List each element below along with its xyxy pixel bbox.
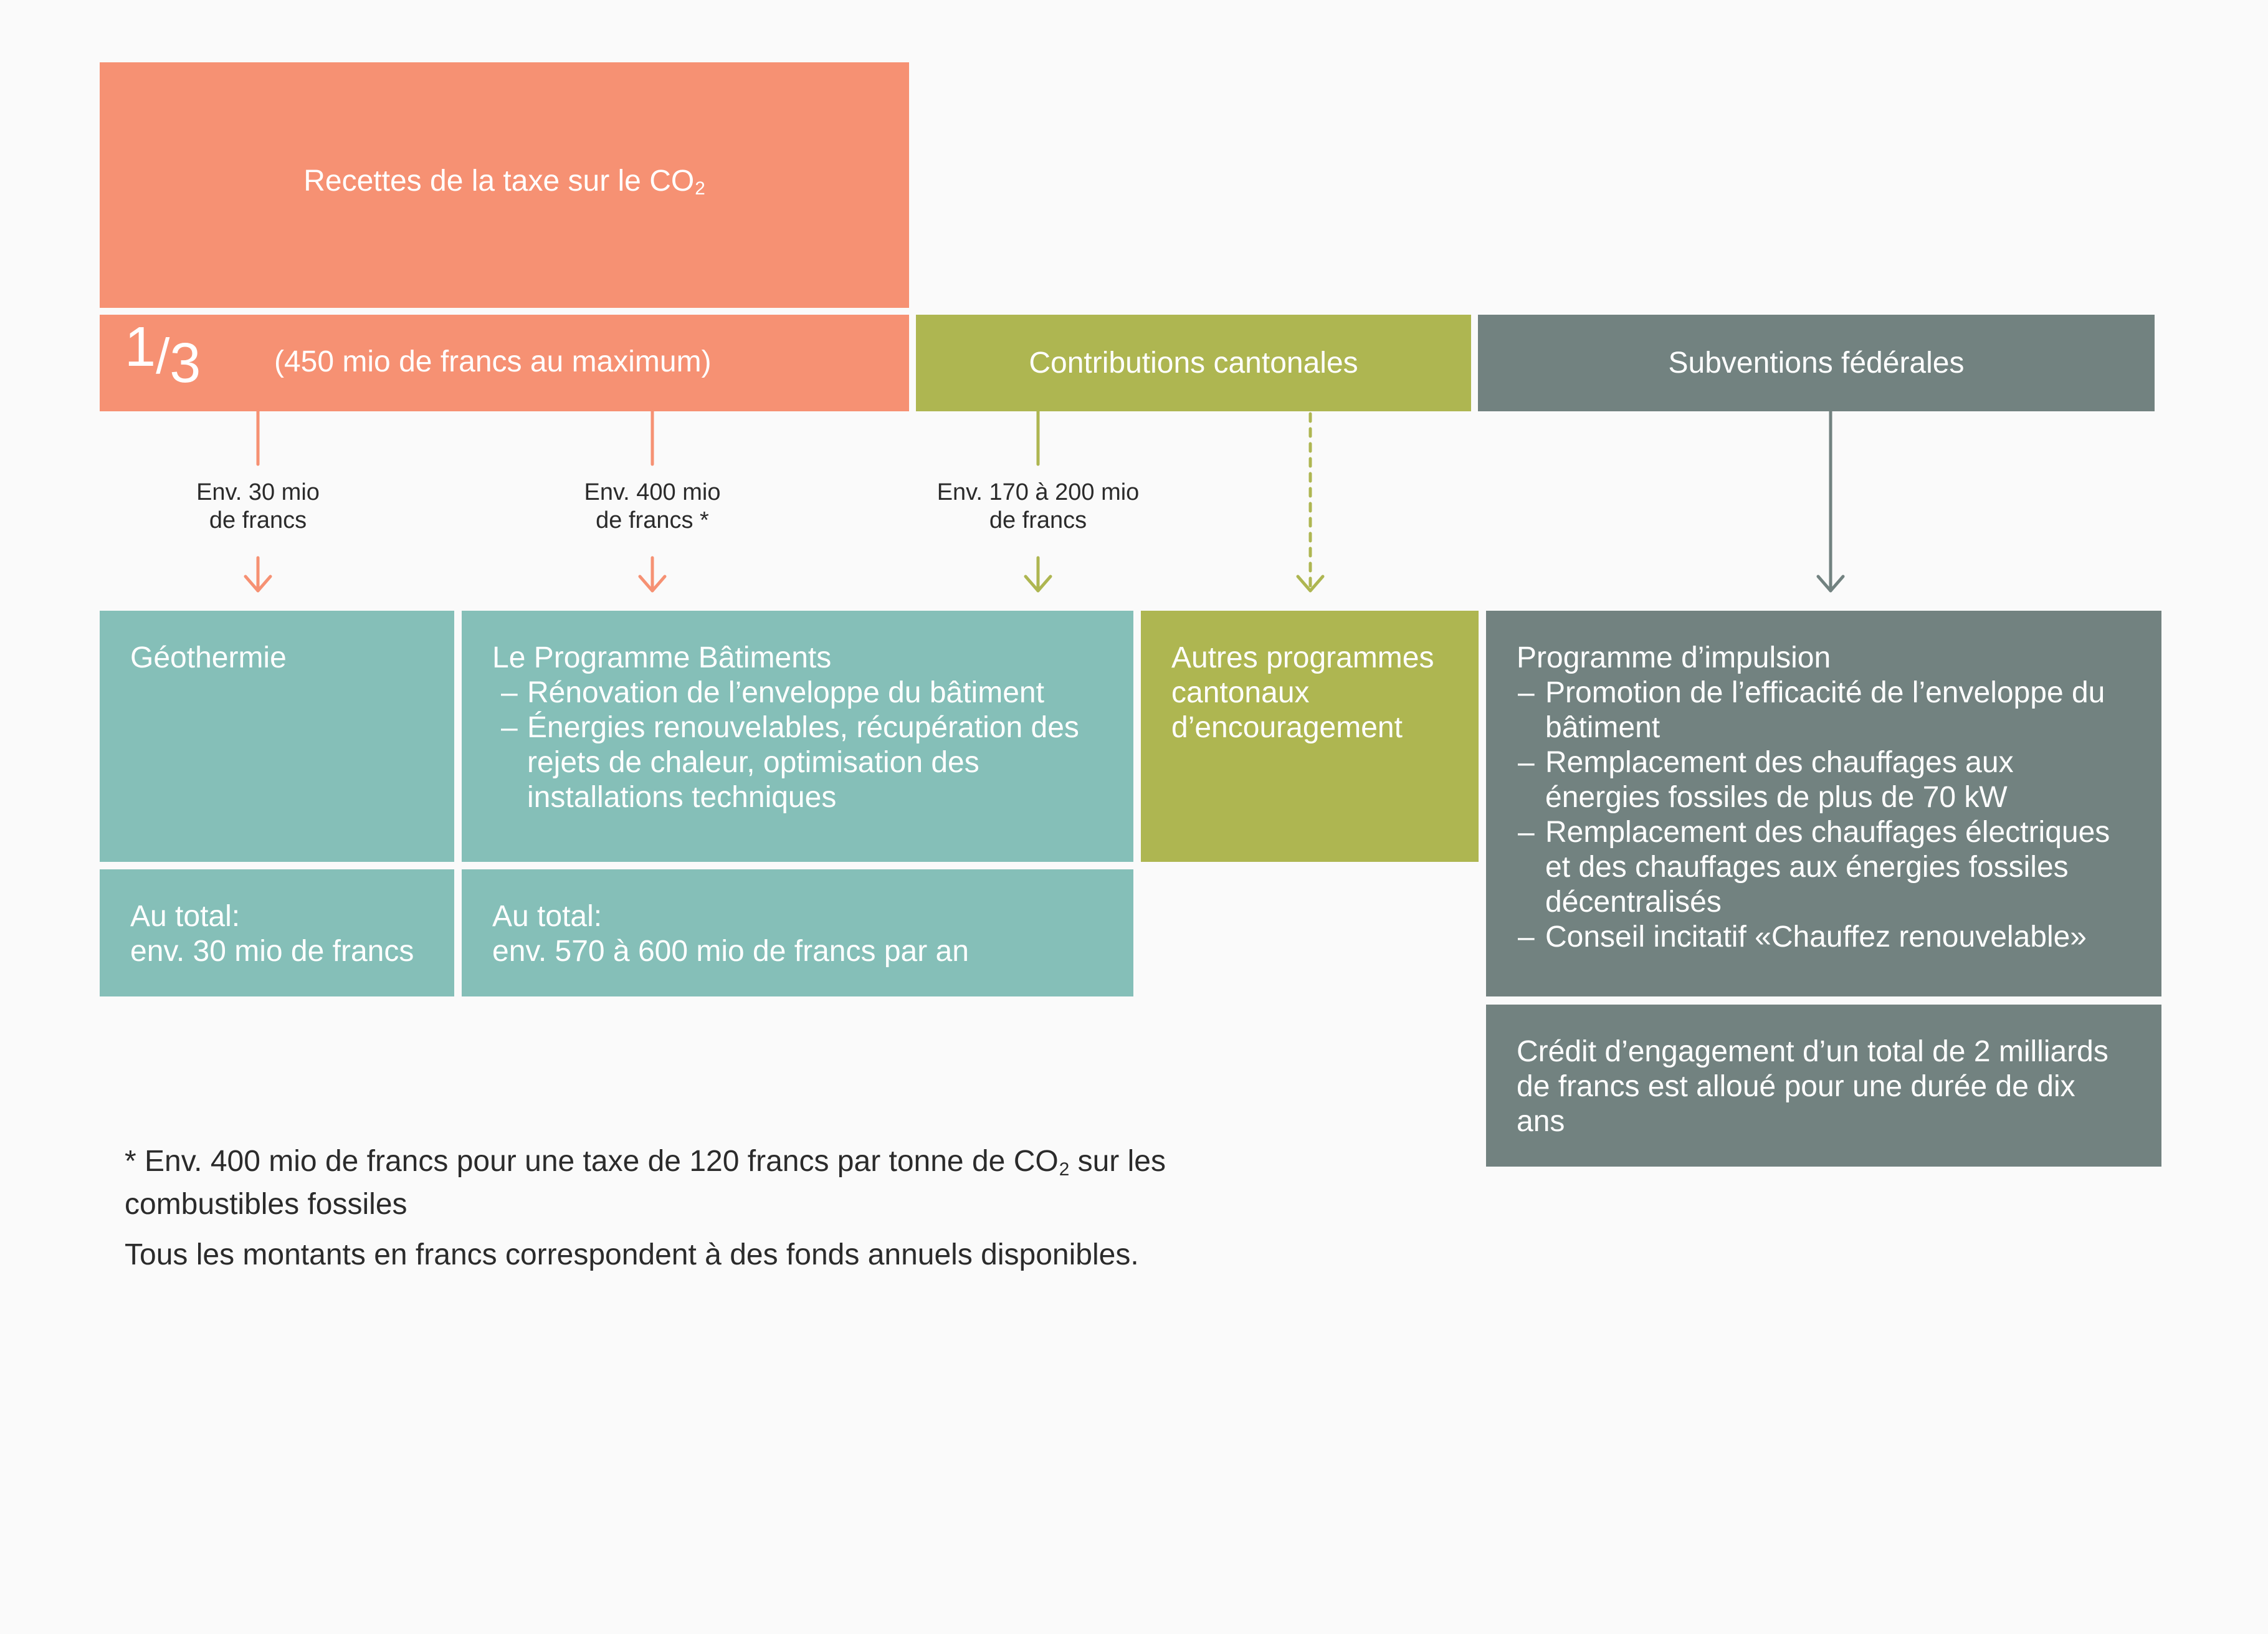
arrowhead-cantonal: [1024, 575, 1052, 593]
credit-engagement-text: Crédit d’engagement d’un total de 2 mill…: [1517, 1035, 2108, 1138]
list-item: Remplacement des chauffages électriques …: [1517, 815, 2134, 920]
programme-impulsion-list: Promotion de l’efficacité de l’enveloppe…: [1517, 676, 2134, 955]
list-item: Remplacement des chauffages aux énergies…: [1517, 745, 2134, 815]
federal-subsidies-bar: Subventions fédérales: [1478, 315, 2155, 411]
cantonal-contributions-label: Contributions cantonales: [1029, 346, 1358, 380]
federal-subsidies-label: Subventions fédérales: [1668, 346, 1965, 380]
arrowhead-federal: [1816, 575, 1845, 593]
geothermie-total-value: env. 30 mio de francs: [130, 935, 414, 968]
co2-tax-revenue-box: Recettes de la taxe sur le CO2: [100, 62, 909, 308]
programme-batiments-total-label: Au total:: [492, 900, 603, 933]
one-third-fraction: 1/3: [125, 316, 201, 394]
list-item: Conseil incitatif «Chauffez renouvelable…: [1517, 920, 2134, 955]
arrowhead-autres: [1296, 575, 1325, 593]
footnote: * Env. 400 mio de francs pour une taxe d…: [125, 1145, 1166, 1221]
programme-batiments-title: Le Programme Bâtiments: [492, 641, 832, 674]
list-item: Promotion de l’efficacité de l’enveloppe…: [1517, 676, 2134, 745]
geothermie-total-label: Au total:: [130, 900, 241, 933]
geothermie-total-box: Au total: env. 30 mio de francs: [100, 869, 454, 996]
programme-impulsion-box: Programme d’impulsion Promotion de l’eff…: [1486, 611, 2161, 996]
programme-batiments-list: Rénovation de l’enveloppe du bâtiment Én…: [492, 676, 1106, 815]
co2-tax-revenue-title: Recettes de la taxe sur le CO2: [303, 164, 705, 199]
programme-batiments-total-box: Au total: env. 570 à 600 mio de francs p…: [462, 869, 1133, 996]
geothermie-title: Géothermie: [130, 641, 287, 674]
geothermie-box: Géothermie: [100, 611, 454, 862]
cantonal-contributions-bar: Contributions cantonales: [916, 315, 1471, 411]
one-third-share-bar: 1/3 (450 mio de francs au maximum): [100, 315, 909, 411]
list-item: Rénovation de l’enveloppe du bâtiment: [492, 676, 1106, 710]
credit-engagement-box: Crédit d’engagement d’un total de 2 mill…: [1486, 1005, 2161, 1167]
programme-impulsion-title: Programme d’impulsion: [1517, 641, 1831, 674]
general-note: Tous les montants en francs corresponden…: [125, 1238, 1139, 1271]
arrowhead-geothermie: [244, 575, 272, 593]
autres-programmes-box: Autres programmes cantonaux d’encouragem…: [1141, 611, 1479, 862]
programme-batiments-box: Le Programme Bâtiments Rénovation de l’e…: [462, 611, 1133, 862]
autres-programmes-title: Autres programmes cantonaux d’encouragem…: [1171, 641, 1434, 744]
list-item: Énergies renouvelables, récupération des…: [492, 710, 1106, 815]
arrowhead-batiments: [638, 575, 667, 593]
share-amount-label: (450 mio de francs au maximum): [274, 345, 712, 378]
programme-batiments-total-value: env. 570 à 600 mio de francs par an: [492, 935, 969, 968]
